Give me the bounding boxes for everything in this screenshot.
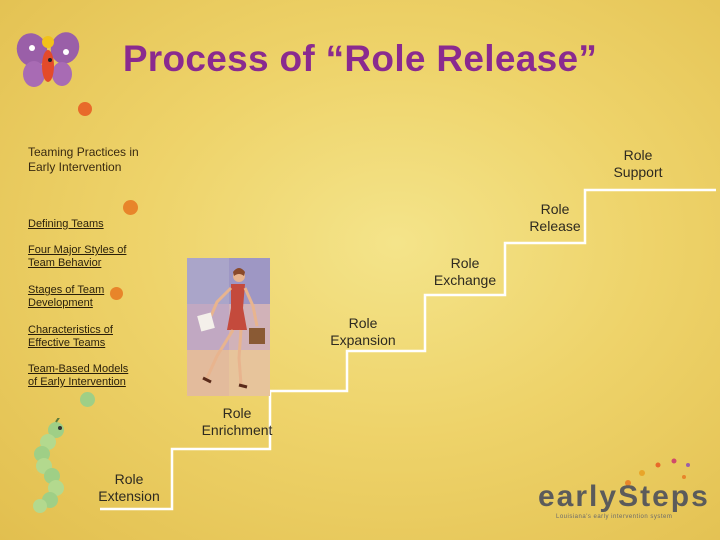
staircase-line — [100, 188, 716, 511]
step-role-expansion: Role Expansion — [330, 315, 396, 348]
butterfly-icon — [16, 32, 80, 87]
step-role-support: Role Support — [613, 147, 663, 180]
orange-dot-decoration — [78, 102, 92, 116]
step-role-release: Role Release — [529, 201, 581, 234]
woman-walking-image — [187, 258, 270, 396]
orange-dot-decoration — [123, 200, 138, 215]
slide-heading: Teaming Practices in Early Intervention — [28, 145, 139, 174]
nav-link-team-based-models[interactable]: Team-Based Models of Early Intervention — [28, 363, 138, 389]
nav-link-styles-of-team-behavior[interactable]: Four Major Styles of Team Behavior — [28, 244, 138, 270]
nav-link-defining-teams[interactable]: Defining Teams — [28, 218, 148, 231]
slide-title: Process of “Role Release” — [122, 38, 598, 79]
earlysteps-logo: earlySteps — [538, 480, 710, 513]
nav-link-label[interactable]: Team-Based Models of Early Intervention — [28, 363, 129, 388]
green-dot-decoration — [80, 392, 95, 407]
nav-link-stages-of-team-development[interactable]: Stages of Team Development — [28, 284, 118, 310]
nav-link-label[interactable]: Defining Teams — [28, 218, 104, 230]
nav-link-characteristics-effective-teams[interactable]: Characteristics of Effective Teams — [28, 324, 128, 350]
orange-dot-decoration — [110, 287, 123, 300]
sparkle-icon — [625, 458, 690, 486]
caterpillar-icon — [33, 418, 64, 513]
nav-link-label[interactable]: Characteristics of Effective Teams — [28, 324, 113, 349]
logo-tagline: Louisiana's early intervention system — [556, 514, 673, 520]
step-role-extension: Role Extension — [98, 471, 160, 504]
nav-link-label[interactable]: Stages of Team Development — [28, 284, 105, 309]
step-role-enrichment: Role Enrichment — [201, 405, 273, 438]
nav-link-label[interactable]: Four Major Styles of Team Behavior — [28, 244, 127, 269]
step-role-exchange: Role Exchange — [433, 255, 497, 288]
